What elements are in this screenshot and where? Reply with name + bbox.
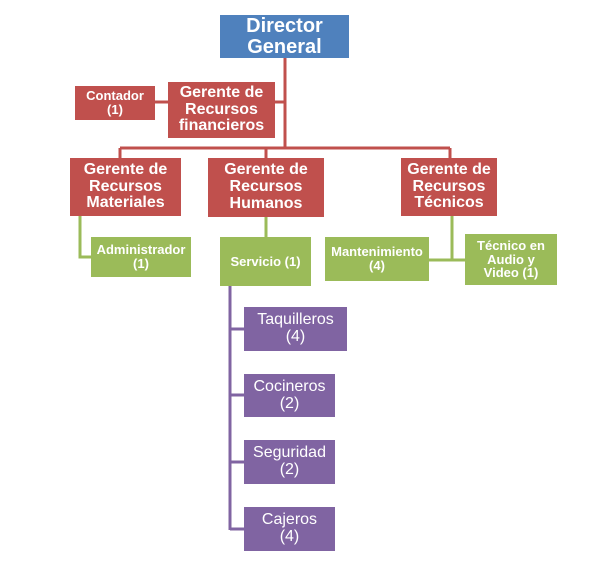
cajeros-box: Cajeros (4) [244,507,335,551]
cajeros-label: Cajeros (4) [261,511,318,545]
administrador-box: Administrador (1) [91,237,191,277]
taquilleros-box: Taquilleros (4) [244,307,347,351]
contador-label: Contador (1) [86,88,144,117]
gerente-tecnicos-label: Gerente de Recursos Técnicos [407,160,491,212]
mantenimiento-label: Mantenimiento (4) [331,244,423,273]
tecnico-audio-video-box: Técnico en Audio y Video (1) [465,234,557,285]
gerente-financieros-label: Gerente de Recursos financieros [178,83,265,135]
cocineros-label: Cocineros (2) [253,377,326,412]
contador-box: Contador (1) [75,86,155,120]
mantenimiento-box: Mantenimiento (4) [325,237,429,281]
administrador-label: Administrador (1) [96,242,186,271]
gerente-humanos-label: Gerente de Recursos Humanos [224,161,308,212]
gerente-financieros-box: Gerente de Recursos financieros [168,82,275,138]
gerente-materiales-box: Gerente de Recursos Materiales [70,158,181,216]
gerente-materiales-label: Gerente de Recursos Materiales [83,160,168,212]
director-general-label: Director General [246,14,323,58]
seguridad-label: Seguridad (2) [253,444,326,478]
director-general-box: Director General [220,15,349,58]
gerente-humanos-box: Gerente de Recursos Humanos [208,158,324,217]
tecnico-audio-video-label: Técnico en Audio y Video (1) [477,238,545,281]
gerente-tecnicos-box: Gerente de Recursos Técnicos [401,158,497,216]
servicio-box: Servicio (1) [220,237,311,286]
seguridad-box: Seguridad (2) [244,440,335,484]
servicio-label: Servicio (1) [230,253,301,269]
taquilleros-label: Taquilleros (4) [257,311,334,345]
cocineros-box: Cocineros (2) [244,374,335,417]
